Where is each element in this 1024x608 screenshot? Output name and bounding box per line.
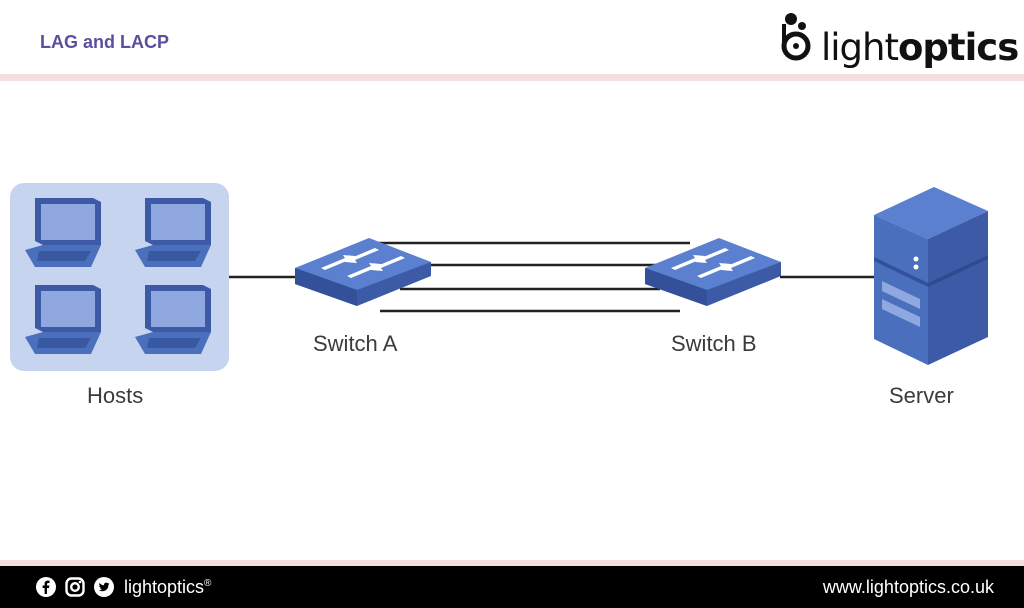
switch-b-label: Switch B (671, 331, 757, 356)
hosts-label: Hosts (87, 383, 144, 408)
twitter-icon[interactable] (94, 577, 114, 597)
facebook-icon[interactable] (36, 577, 56, 597)
footer-brand: lightoptics® (124, 577, 212, 597)
server-label: Server (889, 383, 954, 408)
laptop-icon (135, 198, 211, 267)
laptop-icon (25, 285, 101, 354)
page-title: LAG and LACP (40, 32, 169, 52)
footer-divider (0, 560, 1024, 566)
server-icon (874, 187, 988, 365)
logo-mark-icon (781, 13, 811, 61)
lag-bundle (370, 241, 690, 313)
footer-website-link[interactable]: www.lightoptics.co.uk (822, 577, 994, 597)
switch-a-label: Switch A (313, 331, 398, 356)
logo-text: lightoptics (821, 26, 1019, 69)
switch-b-icon (645, 238, 781, 306)
header: LAG and LACP lightoptics (0, 0, 1024, 74)
laptop-icon (135, 285, 211, 354)
header-divider (0, 74, 1024, 81)
footer: lightoptics® www.lightoptics.co.uk (0, 566, 1024, 608)
instagram-icon[interactable] (65, 577, 85, 597)
lightoptics-logo: lightoptics (780, 10, 1019, 70)
switch-a-icon (295, 238, 431, 306)
laptop-icon (25, 198, 101, 267)
